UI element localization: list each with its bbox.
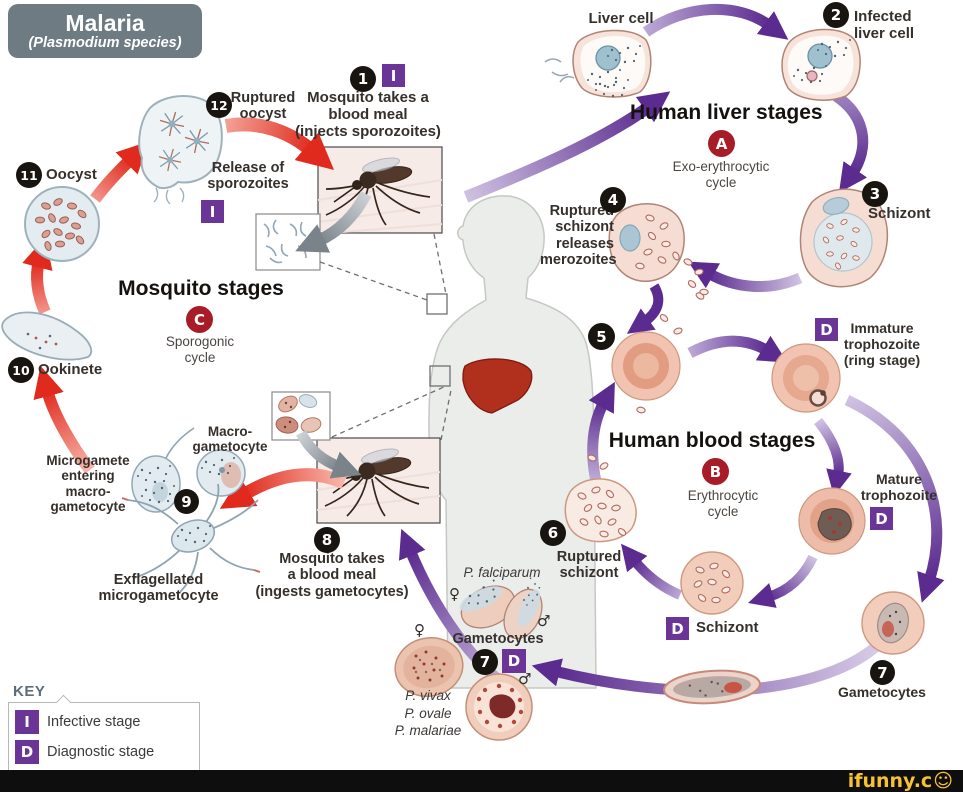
watermark-text: ifunny.c [847, 770, 933, 792]
cell-microgamete-entering [131, 427, 195, 513]
step-12-badge: 12 [206, 92, 232, 118]
macrogametocyte-label: Macro- gametocyte [192, 424, 268, 455]
step-6-badge: 6 [540, 520, 566, 546]
key-infective-tag: I [15, 710, 39, 734]
immature-trophozoite-label: Immature trophozoite (ring stage) [843, 320, 921, 368]
page-title: Malaria [65, 9, 145, 36]
step-6-label: Ruptured schizont [556, 549, 622, 582]
step-5-badge: 5 [588, 323, 615, 350]
diagnostic-tag-gametocytes: D [502, 649, 526, 673]
step-8-badge: 8 [314, 527, 340, 553]
step-12-label: Ruptured oocyst [230, 90, 296, 123]
microgamete-label: Microgamete entering macro- gametocyte [46, 453, 130, 514]
erythrocytic-label: Erythrocytic cycle [687, 488, 759, 519]
blood-schizont-label: Schizont [696, 619, 759, 636]
red-cycle-arrows [22, 117, 347, 509]
cell-oocyst [24, 186, 100, 262]
male-symbol-falciparum: ♂ [537, 612, 551, 630]
sporozoite-box [255, 213, 321, 271]
step-7-bottom-badge: 7 [472, 649, 498, 675]
human-liver-stages-heading: Human liver stages [630, 101, 823, 124]
step-1-label: Mosquito takes a blood meal (injects spo… [295, 89, 441, 140]
key-diagnostic-label: Diagnostic stage [47, 744, 155, 760]
gametocytes-right-label: Gametocytes [838, 684, 926, 700]
liver-cell-label: Liver cell [588, 10, 654, 27]
key-heading: KEY [13, 683, 46, 700]
step-10-badge: 10 [8, 357, 34, 383]
step-3-label: Schizont [868, 205, 931, 222]
mature-trophozoite-label: Mature trophozoite [860, 471, 938, 503]
diagnostic-tag-mature: D [870, 507, 893, 530]
other-species-label: P. vivax P. ovale P. malariae [394, 688, 462, 739]
cell-ruptured-blood-schizont [564, 453, 637, 543]
diagnostic-tag-immature: D [815, 318, 838, 341]
p-falciparum-label: P. falciparum [463, 565, 541, 580]
key-diagnostic-tag: D [15, 740, 39, 764]
step-11-badge: 11 [16, 162, 42, 188]
cell-ruptured-schizont-liver [608, 203, 709, 296]
exo-erythrocytic-badge: A [708, 130, 735, 157]
sporogonic-cycle-label: Sporogonic cycle [165, 334, 235, 365]
step-11-label: Oocyst [46, 166, 97, 183]
human-blood-stages-heading: Human blood stages [608, 429, 816, 452]
mosquito-box-top [317, 146, 443, 234]
step-4-label: Ruptured schizont releases merozoites [540, 203, 617, 269]
key-box: I Infective stage D Diagnostic stage [8, 702, 200, 772]
step-4-badge: 4 [600, 187, 626, 213]
infective-tag-step1: I [382, 64, 405, 87]
cell-immature-trophozoite [771, 343, 841, 413]
body-callout-square-1 [426, 293, 448, 315]
exo-erythrocytic-label: Exo-erythrocytic cycle [672, 159, 770, 190]
release-sporozoites-label: Release of sporozoites [207, 160, 289, 193]
cell-vivax-female-gametocyte [394, 637, 464, 697]
body-callout-square-2 [429, 365, 451, 387]
female-symbol-vivax: ♀ [414, 621, 425, 639]
step-2-label: Infected liver cell [854, 8, 915, 42]
title-box: Malaria (Plasmodium species) [8, 4, 202, 58]
cell-elongated-gametocyte [663, 669, 761, 705]
cell-merozoite-rbc [611, 291, 706, 414]
male-symbol-vivax: ♂ [518, 670, 532, 688]
key-infective-label: Infective stage [47, 714, 141, 730]
step-9-badge: 9 [174, 489, 199, 514]
step-3-badge: 3 [862, 181, 888, 207]
step-1-badge: 1 [350, 66, 376, 92]
diagnostic-tag-schizont: D [666, 617, 689, 640]
cell-macrogametocyte [196, 449, 246, 497]
gametocyte-box [271, 391, 331, 441]
liver-illustration [462, 358, 533, 414]
exflagellated-label: Exflagellated microgametocyte [98, 572, 219, 605]
cell-ookinete [1, 311, 92, 361]
female-symbol-falciparum: ♀ [449, 585, 460, 603]
page-subtitle: (Plasmodium species) [28, 35, 182, 52]
cell-liver-schizont [799, 188, 889, 288]
sporogonic-cycle-badge: C [186, 306, 213, 333]
callout-dashed-lines [319, 233, 452, 441]
cells-falciparum-gametocytes [459, 577, 544, 640]
infective-tag-release: I [201, 200, 224, 223]
step-2-badge: 2 [823, 2, 849, 28]
step-8-label: Mosquito takes a blood meal (ingests gam… [255, 551, 409, 600]
watermark-smiley-icon: ☺ [933, 769, 953, 792]
bottom-bar [0, 770, 963, 792]
cell-blood-schizont [680, 551, 744, 615]
gray-arrows [295, 191, 372, 479]
mosquito-stages-heading: Mosquito stages [118, 277, 284, 300]
step-7-right-badge: 7 [870, 660, 895, 685]
erythrocytic-badge: B [702, 458, 729, 485]
cell-mature-trophozoite [798, 487, 866, 555]
cell-gametocyte-right [861, 591, 925, 655]
cell-liver [544, 29, 652, 98]
cell-infected-liver [781, 28, 861, 101]
watermark: ifunny.c☺ [848, 770, 953, 792]
cell-exflagellated-microgametocyte [121, 483, 261, 593]
step-10-label: Ookinete [38, 361, 103, 378]
cell-vivax-male-gametocyte [465, 673, 533, 741]
gametocytes-bottom-label: Gametocytes [452, 631, 544, 647]
